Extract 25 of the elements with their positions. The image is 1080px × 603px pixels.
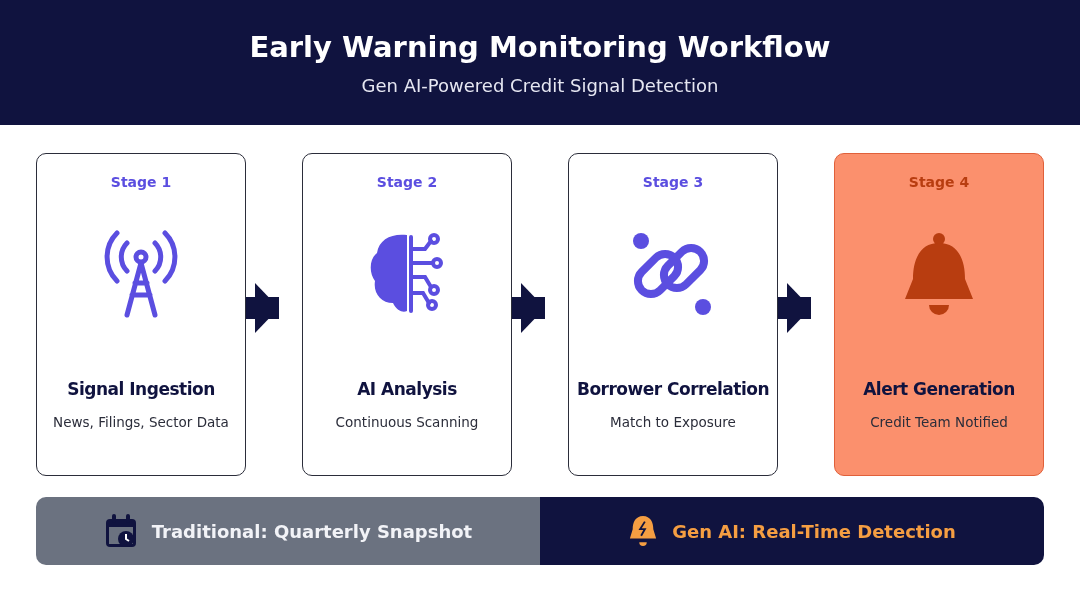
stage-card bbox=[302, 153, 512, 476]
stage-label: Stage 1 bbox=[110, 174, 172, 190]
stage-label: Stage 4 bbox=[908, 174, 970, 190]
stage-description: Match to Exposure bbox=[610, 414, 736, 430]
stage-title: Alert Generation bbox=[863, 379, 1015, 399]
subtitle: Gen AI-Powered Credit Signal Detection bbox=[361, 75, 719, 96]
arrow bbox=[778, 283, 811, 333]
diagram-title: Early Warning Monitoring Workflow bbox=[249, 30, 831, 64]
panel-text: Traditional: Quarterly Snapshot bbox=[151, 520, 473, 542]
arrow bbox=[512, 283, 545, 333]
comparison-panel bbox=[540, 497, 1044, 565]
stage-card bbox=[36, 153, 246, 476]
stage-description: News, Filings, Sector Data bbox=[53, 414, 229, 430]
stage-title: Signal Ingestion bbox=[67, 379, 215, 399]
arrow bbox=[246, 283, 279, 333]
stage-description: Continuous Scanning bbox=[335, 414, 479, 430]
stage-card bbox=[568, 153, 778, 476]
stage-label: Stage 2 bbox=[376, 174, 438, 190]
panel-text: Gen AI: Real-Time Detection bbox=[672, 520, 956, 542]
stage-label: Stage 3 bbox=[642, 174, 704, 190]
comparison-panel bbox=[36, 497, 540, 565]
stage-description: Credit Team Notified bbox=[870, 414, 1008, 430]
stage-title: AI Analysis bbox=[357, 379, 457, 399]
stage-title: Borrower Correlation bbox=[576, 379, 770, 399]
stage-card bbox=[834, 153, 1044, 476]
